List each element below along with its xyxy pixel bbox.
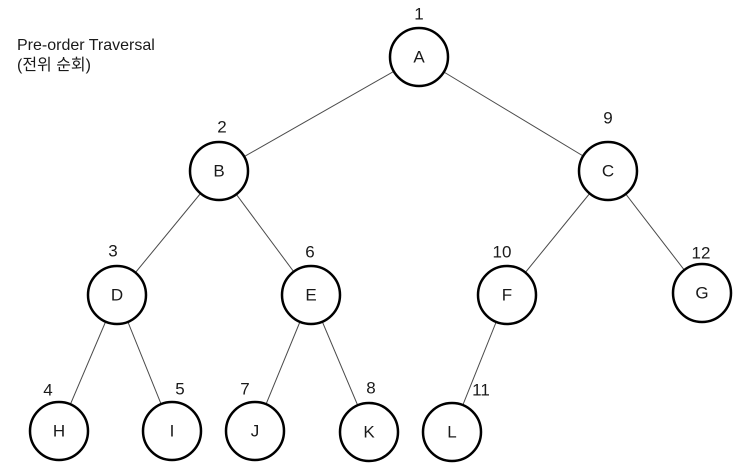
node-label-K: K: [363, 423, 375, 442]
tree-node-J: J7: [224, 380, 286, 462]
node-label-I: I: [170, 422, 175, 441]
node-circle-F: [476, 264, 538, 326]
diagram-title-line2: (전위 순회): [17, 57, 91, 74]
tree-node-K: K8: [338, 379, 400, 463]
node-order-H: 4: [43, 381, 52, 400]
tree-node-E: E6: [280, 243, 342, 326]
node-label-J: J: [251, 422, 260, 441]
tree-node-G: G 12: [671, 244, 733, 324]
node-label-E: E: [305, 286, 316, 305]
node-label-G: G: [695, 284, 708, 303]
node-label-C: C: [602, 162, 614, 181]
node-label-H: H: [53, 422, 65, 441]
node-circle-H: [28, 400, 90, 462]
tree-node-F: F 10: [476, 243, 538, 326]
node-circle-D: [86, 264, 148, 326]
node-circle-J: [224, 400, 286, 462]
node-circle-L: [421, 401, 483, 463]
tree-edge-A-C: [418, 56, 609, 172]
node-circle-E: [280, 264, 342, 326]
node-circle-K: [338, 401, 400, 463]
node-label-F: F: [502, 286, 512, 305]
node-order-D: 3: [108, 242, 117, 261]
diagram-title: Pre-order Traversal (전위 순회): [17, 36, 155, 76]
node-circle-C: [577, 140, 639, 202]
node-label-B: B: [213, 162, 224, 181]
tree-node-C: C9: [577, 109, 639, 202]
tree-node-A: A1: [388, 5, 450, 88]
node-order-K: 8: [366, 379, 375, 398]
tree-node-L: L 11: [421, 381, 490, 463]
tree-edge-A-B: [218, 56, 420, 172]
node-circle-G: [671, 262, 733, 324]
node-order-L: 11: [472, 381, 490, 400]
node-circle-B: [188, 140, 250, 202]
node-label-L: L: [447, 423, 456, 442]
tree-node-I: I5: [141, 380, 203, 462]
node-circle-I: [141, 400, 203, 462]
tree-node-B: B2: [188, 118, 250, 202]
node-circle-A: [388, 26, 450, 88]
node-label-D: D: [111, 286, 123, 305]
tree-node-D: D3: [86, 242, 148, 326]
node-order-G: 12: [692, 244, 711, 263]
node-label-A: A: [413, 48, 425, 67]
node-order-J: 7: [240, 380, 249, 399]
node-order-F: 10: [493, 243, 512, 262]
node-order-E: 6: [305, 243, 314, 262]
diagram-title-line1: Pre-order Traversal: [17, 37, 155, 54]
node-order-C: 9: [603, 109, 612, 128]
node-order-B: 2: [217, 118, 226, 137]
node-order-I: 5: [175, 380, 184, 399]
node-order-A: 1: [414, 5, 423, 24]
tree-node-H: H4: [28, 381, 90, 462]
